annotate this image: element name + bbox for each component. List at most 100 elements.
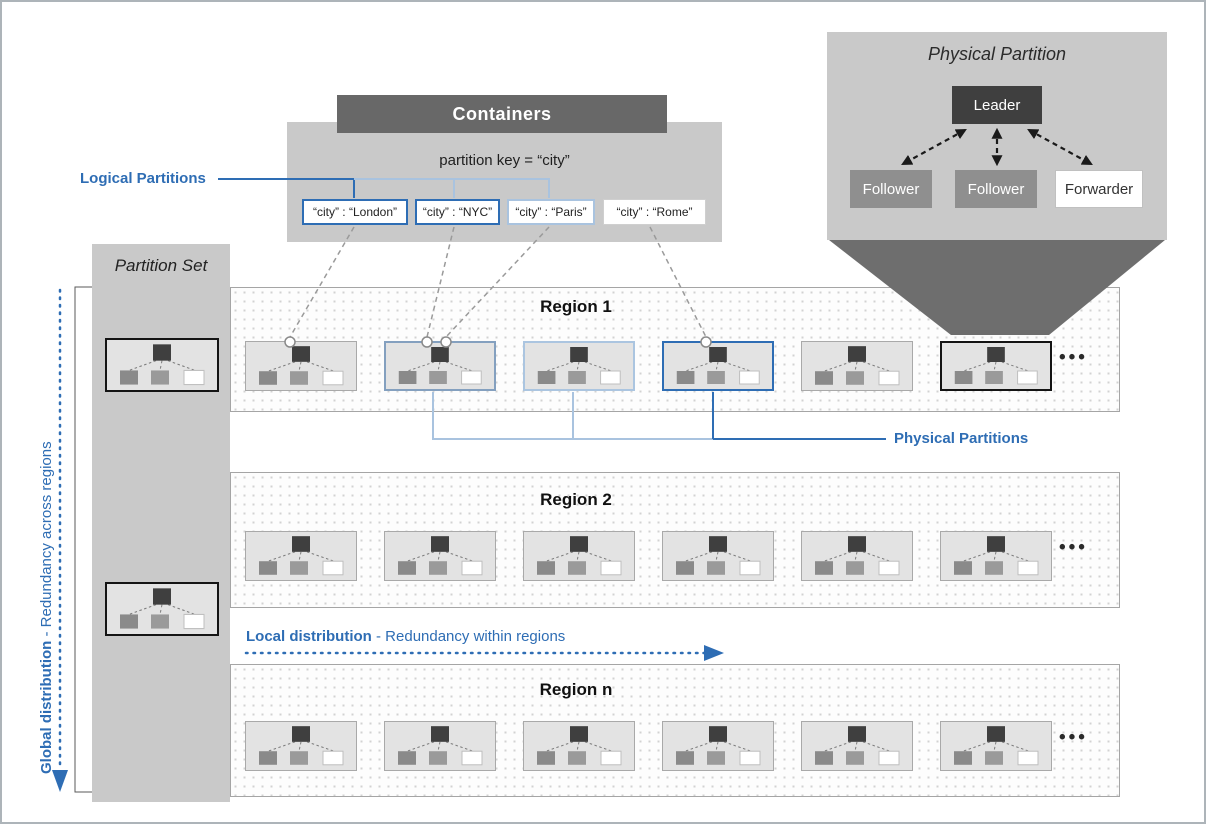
physical-partition-icon (801, 721, 913, 771)
region-title: Region n (539, 680, 613, 699)
physical-partition-icon (245, 341, 357, 391)
physical-partition-icon (384, 531, 496, 581)
global-distribution-rest: - Redundancy across regions (38, 441, 55, 641)
forwarder-square (461, 560, 483, 576)
replica-set-glyph (815, 536, 900, 576)
logical-partition-box: “city” : “NYC” (415, 199, 500, 225)
follower-square (151, 370, 169, 385)
leader-square (848, 726, 866, 742)
physical-partition-icon (940, 531, 1052, 581)
partition-set-column: Partition Set (92, 244, 230, 802)
replica-set-glyph (815, 346, 900, 386)
region-title: Region 1 (540, 297, 612, 316)
replica-set-glyph (398, 726, 483, 766)
region-band-n: Region n (230, 664, 1120, 797)
follower-square (954, 561, 972, 575)
leader-square (153, 344, 171, 361)
partition-set-label: Partition Set (114, 256, 208, 275)
global-extent-bracket (74, 286, 92, 793)
follower-square (707, 371, 725, 384)
replica-set-glyph (954, 536, 1039, 576)
local-distribution-bold: Local distribution (246, 628, 372, 645)
region-partition-row (245, 341, 1052, 391)
follower-square (290, 371, 308, 385)
follower-square (954, 751, 972, 765)
partition-set-icon (105, 338, 219, 392)
follower-square (815, 751, 833, 765)
ellipsis: ••• (1059, 537, 1088, 558)
leader-square (292, 536, 310, 552)
logical-partition-box: “city” : “Rome” (603, 199, 706, 225)
leader-square (848, 346, 866, 362)
replica-set-glyph (537, 347, 621, 385)
physical-partition-icon (801, 531, 913, 581)
replica-set-glyph (676, 347, 760, 385)
physical-partition-icon (384, 341, 496, 391)
region-title: Region 2 (540, 490, 612, 509)
leader-square (987, 347, 1005, 362)
leader-square (153, 588, 171, 605)
follower-square (398, 371, 417, 384)
physical-partition-title: Physical Partition (927, 44, 1067, 64)
leader-square (570, 726, 588, 742)
follower-square (429, 371, 447, 384)
follower-square (290, 561, 308, 575)
forwarder-square (322, 560, 344, 576)
replica-set-glyph (676, 726, 761, 766)
leader-square (848, 536, 866, 552)
leader-square (709, 347, 727, 362)
forwarder-square (1017, 560, 1039, 576)
leader-square (431, 726, 449, 742)
replica-set-glyph (120, 344, 205, 386)
forwarder-square (461, 750, 483, 766)
logical-partition-box: “city” : “Paris” (507, 199, 595, 225)
forwarder-square (322, 370, 344, 386)
follower-square (954, 371, 973, 384)
containers-panel: partition key = “city” “city” : “London”… (287, 122, 722, 242)
forwarder-square (600, 750, 622, 766)
local-distribution-label: Local distribution - Redundancy within r… (246, 628, 565, 645)
local-distribution-arrowhead (704, 645, 724, 661)
local-distribution-rest: - Redundancy within regions (371, 628, 566, 645)
forwarder-square (878, 750, 900, 766)
region-band-2: Region 2 (230, 472, 1120, 608)
logical-partitions-label: Logical Partitions (80, 170, 206, 187)
forwarder-box: Forwarder (1055, 170, 1143, 208)
follower-square (259, 371, 277, 385)
region-partition-row (245, 531, 1052, 581)
follower-square (985, 751, 1003, 765)
physical-partition-icon (245, 531, 357, 581)
follower-square (259, 561, 277, 575)
follower-square (985, 371, 1003, 384)
follower-square (707, 561, 725, 575)
logical-partition-box: “city” : “London” (302, 199, 408, 225)
physical-partition-icon (245, 721, 357, 771)
follower-square (429, 561, 447, 575)
follower-square (151, 614, 169, 629)
replica-set-glyph (815, 726, 900, 766)
follower-square (846, 751, 864, 765)
follower-square (846, 371, 864, 385)
follower-square (846, 561, 864, 575)
forwarder-square (878, 370, 900, 386)
logical-partition-row: “city” : “London” “city” : “NYC” “city” : … (287, 199, 722, 225)
region-partition-row (245, 721, 1052, 771)
replica-set-glyph (120, 588, 205, 630)
follower-square (120, 614, 138, 629)
replica-set-glyph (398, 536, 483, 576)
physical-partition-icon (662, 341, 774, 391)
forwarder-square (461, 370, 482, 385)
follower-square (120, 370, 138, 385)
replica-set-glyph (537, 726, 622, 766)
leader-square (709, 536, 727, 552)
replica-set-glyph (954, 347, 1038, 385)
forwarder-square (183, 613, 205, 630)
replica-set-glyph (676, 536, 761, 576)
forwarder-square (600, 370, 621, 385)
follower-square (429, 751, 447, 765)
replica-set-glyph (259, 536, 344, 576)
leader-box: Leader (952, 86, 1042, 124)
leader-square (570, 536, 588, 552)
follower-square (537, 561, 555, 575)
